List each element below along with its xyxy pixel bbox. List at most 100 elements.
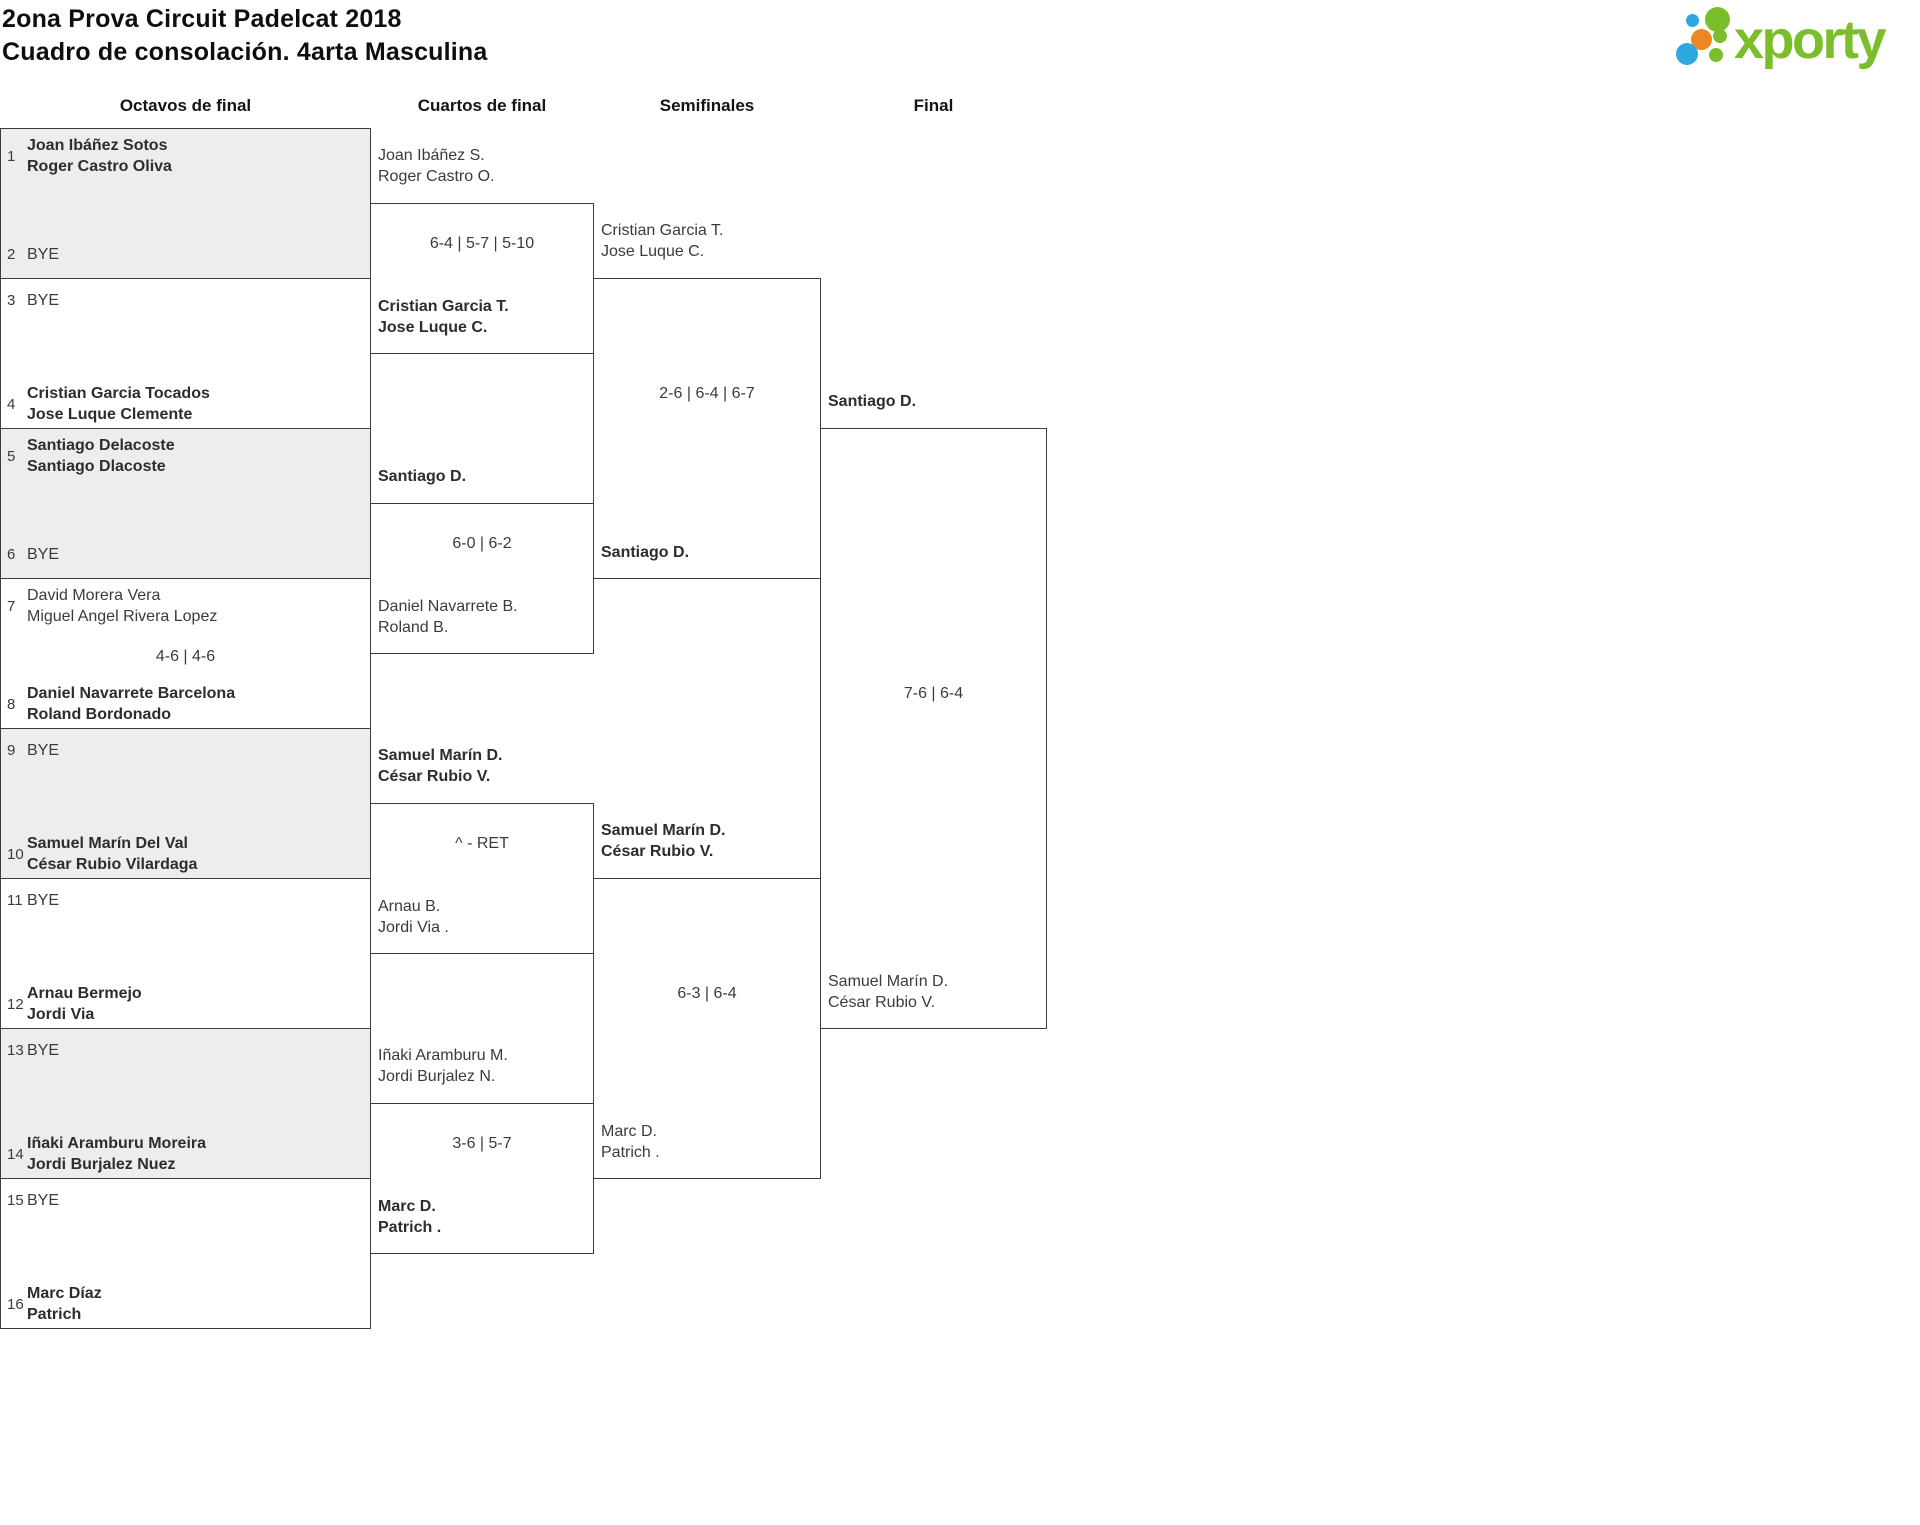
- team-name-line: César Rubio V.: [828, 994, 936, 1011]
- participant-quarterfinals-3-p1: Samuel Marín D.César Rubio V.: [378, 745, 588, 787]
- participant-round16-2-p1: 3 BYE: [7, 290, 364, 311]
- team-name-line: César Rubio Vilardaga: [27, 856, 198, 873]
- team-name-line: Iñaki Aramburu M.: [378, 1047, 508, 1064]
- page-title-line2: Cuadro de consolación. 4arta Masculina: [2, 38, 488, 66]
- seed-number: 8: [7, 695, 16, 713]
- match-score: 6-0 | 6-2: [452, 534, 512, 552]
- team-name: BYE: [27, 544, 59, 565]
- round-header-semifinales: Semifinales: [659, 96, 755, 115]
- xporty-logo[interactable]: xporty: [1670, 0, 1920, 88]
- team-name-line: Jordi Via .: [378, 919, 449, 936]
- match-score: ^ - RET: [455, 834, 509, 852]
- match-box-round16-1: [0, 128, 371, 279]
- match-box-round16-6: [0, 878, 371, 1029]
- team-name-line: Joan Ibáñez S.: [378, 147, 485, 164]
- orange-dot-icon: [1691, 29, 1712, 50]
- team-name-line: BYE: [27, 742, 60, 759]
- team-name: Arnau B. Jordi Via .: [378, 896, 449, 938]
- team-name-line: Joan Ibáñez Sotos: [27, 137, 168, 154]
- team-name-line: BYE: [27, 1042, 60, 1059]
- team-name-line: Jose Luque Clemente: [27, 406, 193, 423]
- green-dot-icon: [1705, 7, 1730, 32]
- team-name-line: Santiago Delacoste: [27, 437, 175, 454]
- team-name-line: Samuel Marín Del Val: [27, 835, 188, 852]
- team-name-line: Santiago D.: [378, 468, 467, 485]
- seed-number: 16: [7, 1295, 24, 1313]
- match-box-semifinals-2: [593, 878, 821, 1179]
- team-name-line: Jose Luque C.: [378, 319, 488, 336]
- seed-number: 4: [7, 395, 16, 413]
- match-box-round16-3: [0, 428, 371, 579]
- blue-dot-icon: [1676, 43, 1698, 65]
- seed-number: 5: [7, 447, 16, 465]
- team-name-line: Patrich .: [378, 1219, 442, 1236]
- team-name-line: BYE: [27, 246, 60, 263]
- match-box-round16-2: [0, 278, 371, 429]
- team-name-line: Roland Bordonado: [27, 706, 171, 723]
- team-name-line: Roland B.: [378, 619, 449, 636]
- team-name-line: BYE: [27, 546, 60, 563]
- participant-quarterfinals-3-p2: Arnau B. Jordi Via .: [378, 896, 588, 938]
- match-score: 3-6 | 5-7: [452, 1134, 512, 1152]
- participant-quarterfinals-2-p1: Santiago D.: [378, 466, 588, 487]
- match-box-final-1: [820, 428, 1047, 1029]
- participant-quarterfinals-4-p1: Iñaki Aramburu M. Jordi Burjalez N.: [378, 1045, 588, 1087]
- team-name-line: Patrich .: [601, 1144, 660, 1161]
- page-title-line1: 2ona Prova Circuit Padelcat 2018: [2, 5, 402, 33]
- match-box-semifinals-1: [593, 278, 821, 579]
- match-box-quarterfinals-2: [370, 503, 594, 654]
- participant-quarterfinals-2-p2: Daniel Navarrete B.Roland B.: [378, 596, 588, 638]
- team-name-line: Jordi Burjalez N.: [378, 1068, 496, 1085]
- team-name-line: Jose Luque C.: [601, 243, 705, 260]
- round-header-cuartos: Cuartos de final: [417, 96, 547, 115]
- team-name-line: Cristian Garcia T.: [601, 222, 724, 239]
- match-score: 6-3 | 6-4: [677, 984, 737, 1002]
- seed-number: 9: [7, 742, 16, 759]
- team-name: BYE: [27, 244, 59, 265]
- participant-semifinals-2-p2: Marc D.Patrich .: [601, 1121, 815, 1163]
- team-name: Marc D.Patrich .: [378, 1196, 441, 1238]
- team-name-line: Arnau B.: [378, 898, 441, 915]
- team-name: BYE: [27, 1190, 59, 1211]
- green-dot-icon: [1713, 29, 1727, 43]
- team-name: BYE: [27, 290, 59, 311]
- seed-number: 3: [7, 292, 16, 309]
- team-name-line: Cristian Garcia Tocados: [27, 385, 210, 402]
- team-name-line: Cristian Garcia T.: [378, 298, 509, 315]
- team-name-line: Santiago D.: [828, 393, 917, 410]
- seed-number: 10: [7, 845, 24, 863]
- team-name: Santiago D.: [378, 466, 466, 487]
- round-header-octavos: Octavos de final: [119, 96, 252, 115]
- team-name: BYE: [27, 740, 59, 761]
- team-name: Joan Ibáñez S.Roger Castro O.: [378, 145, 494, 187]
- xporty-wordmark: xporty: [1734, 10, 1887, 70]
- team-name-line: BYE: [27, 892, 60, 909]
- team-name: Iñaki Aramburu M. Jordi Burjalez N.: [378, 1045, 508, 1087]
- participant-semifinals-1-p1: Cristian Garcia T. Jose Luque C.: [601, 220, 815, 262]
- team-name: Marc D.Patrich .: [601, 1121, 660, 1163]
- team-name: Samuel Marín D.César Rubio V.: [828, 971, 948, 1013]
- team-name-line: César Rubio V.: [601, 843, 714, 860]
- participant-final-1-p1: Santiago D.: [828, 391, 1041, 412]
- seed-number: 13: [7, 1042, 24, 1059]
- seed-number: 15: [7, 1192, 24, 1209]
- seed-number: 11: [7, 892, 23, 909]
- seed-number: 14: [7, 1145, 24, 1163]
- seed-number: 12: [7, 995, 24, 1013]
- match-box-round16-5: [0, 728, 371, 879]
